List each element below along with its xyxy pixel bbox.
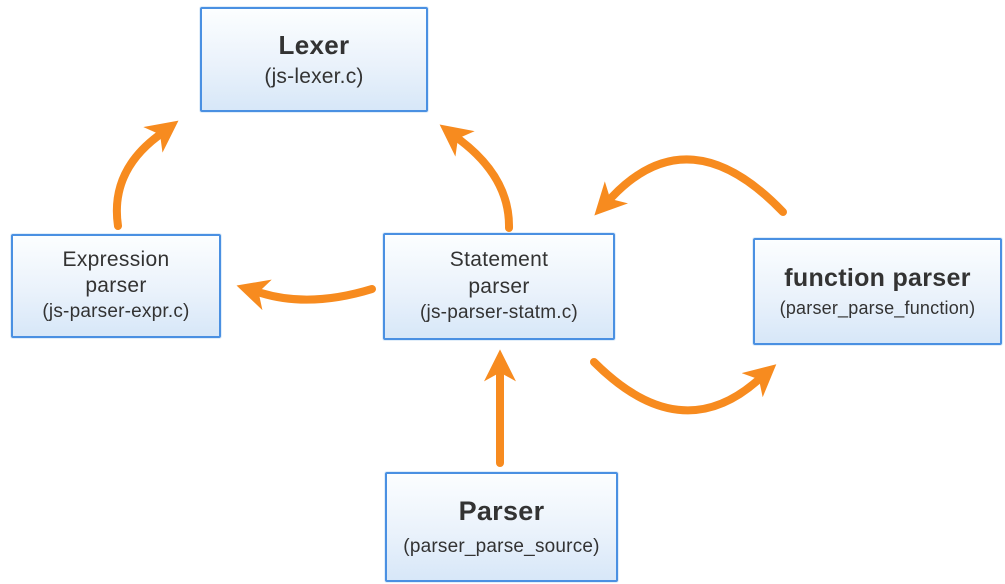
arrow-function-to-statement — [594, 155, 787, 216]
node-subtitle: (parser_parse_source) — [403, 535, 600, 557]
node-subtitle: (js-lexer.c) — [264, 65, 364, 89]
node-title: Parser — [458, 495, 545, 526]
arrow-statement-to-lexer — [439, 124, 514, 232]
node-title: Expression parser — [62, 247, 170, 298]
node-title: Lexer — [278, 29, 350, 60]
node-lexer: Lexer (js-lexer.c) — [200, 7, 428, 112]
arrow-expression-to-lexer — [112, 120, 179, 230]
arrow-statement-to-expression — [236, 279, 376, 311]
node-expression-parser: Expression parser (js-parser-expr.c) — [11, 234, 221, 338]
node-statement-parser: Statement parser (js-parser-statm.c) — [383, 233, 615, 340]
node-title: function parser — [784, 263, 971, 292]
node-parser: Parser (parser_parse_source) — [385, 472, 618, 582]
node-function-parser: function parser (parser_parse_function) — [753, 238, 1002, 345]
node-title: Statement parser — [449, 248, 549, 298]
node-subtitle: (js-parser-statm.c) — [420, 301, 578, 323]
arrow-statement-to-function — [590, 358, 777, 415]
node-subtitle: (js-parser-expr.c) — [42, 301, 190, 323]
node-subtitle: (parser_parse_function) — [779, 297, 976, 318]
